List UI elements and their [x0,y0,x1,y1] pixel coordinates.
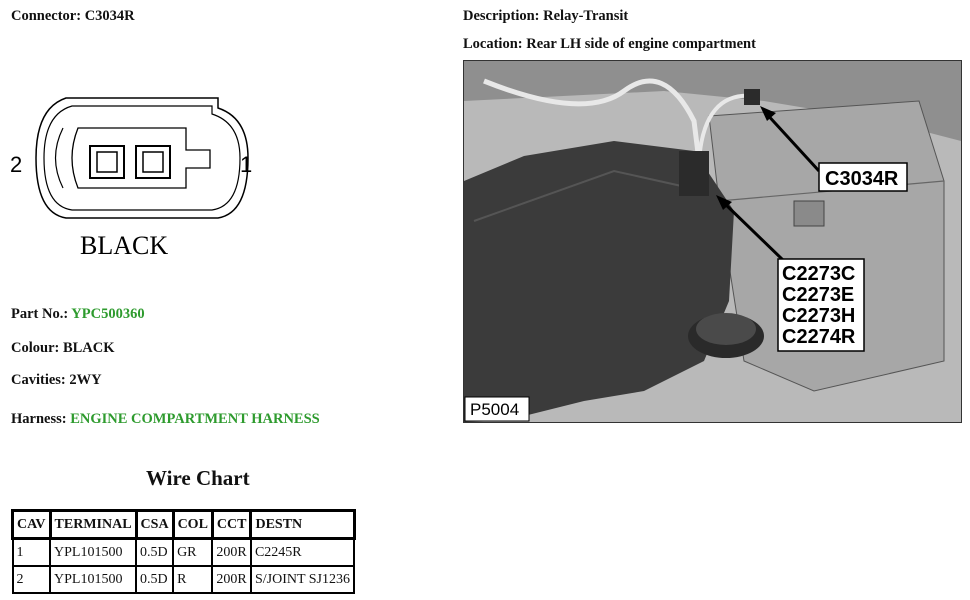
cell-col: R [172,565,214,594]
part-number-value: YPC500360 [71,306,145,322]
cell-cav: 1 [11,537,52,567]
connector-inner-body [71,127,211,189]
callout-list-item: C2273E [782,284,854,306]
cavities-label: Cavities: [11,372,66,388]
col-header-cav: CAV [11,509,52,540]
cell-csa: 0.5D [135,537,175,567]
description-value: Relay-Transit [543,8,629,24]
engine-bay-illustration: C3034R C2273C C2273E C2273H C2274R P5004 [464,61,961,422]
cell-cav: 2 [11,565,52,594]
location: Location: Rear LH side of engine compart… [463,36,756,53]
connector-latch-left [54,127,64,189]
callout-list-item: C2274R [782,326,856,348]
table-row: 1 YPL101500 0.5D GR 200R C2245R [11,537,356,567]
connector-housing-outline [35,97,249,219]
callout-list-item: C2273C [782,263,855,285]
wire-chart-header-row: CAV TERMINAL CSA COL CCT DESTN [11,509,356,540]
description: Description: Relay-Transit [463,8,628,25]
connector-value: C3034R [84,8,135,24]
part-number-label: Part No.: [11,306,69,322]
col-header-destn: DESTN [249,509,356,540]
colour-value: BLACK [62,340,115,356]
wire-chart-table: CAV TERMINAL CSA COL CCT DESTN 1 YPL1015… [11,509,356,594]
wire-chart-title: Wire Chart [146,466,250,490]
harness-value: ENGINE COMPARTMENT HARNESS [70,411,320,427]
location-label: Location: [463,36,523,52]
cell-col: GR [172,537,214,567]
cavities-value: 2WY [69,372,102,388]
col-header-terminal: TERMINAL [48,509,138,540]
colour-label: Colour: [11,340,60,356]
cell-terminal: YPL101500 [49,565,138,594]
harness: Harness: ENGINE COMPARTMENT HARNESS [11,411,320,428]
location-photo: C3034R C2273C C2273E C2273H C2274R P5004 [463,60,962,423]
colour: Colour: BLACK [11,340,115,357]
cell-csa: 0.5D [135,565,175,594]
connector-color-label: BLACK [80,231,168,260]
col-header-col: COL [171,509,214,540]
connector-housing-inner [43,105,241,211]
pin-label-left: 2 [10,152,22,177]
callout-c3034r: C3034R [825,168,899,190]
pin-label-right: 1 [240,152,252,177]
figure-id: P5004 [470,400,519,419]
cell-destn: S/JOINT SJ1236 [249,565,356,594]
table-row: 2 YPL101500 0.5D R 200R S/JOINT SJ1236 [11,565,356,594]
cavity-1-inner [142,151,164,173]
callout-list-item: C2273H [782,305,855,327]
description-label: Description: [463,8,540,24]
location-value: Rear LH side of engine compartment [526,36,756,52]
connector-diagram: 2 1 BLACK [10,97,252,260]
cavity-1 [135,145,171,179]
cavity-2 [89,145,125,179]
harness-label: Harness: [11,411,67,427]
cavity-2-inner [96,151,118,173]
cell-cct: 200R [211,565,252,594]
cell-terminal: YPL101500 [49,537,138,567]
col-header-csa: CSA [134,509,175,540]
part-number: Part No.: YPC500360 [11,306,145,323]
col-header-cct: CCT [210,509,253,540]
connector-label: Connector: [11,8,82,24]
cell-destn: C2245R [249,537,356,567]
connector-title: Connector: C3034R [11,8,135,25]
cell-cct: 200R [211,537,252,567]
cavities: Cavities: 2WY [11,372,102,389]
